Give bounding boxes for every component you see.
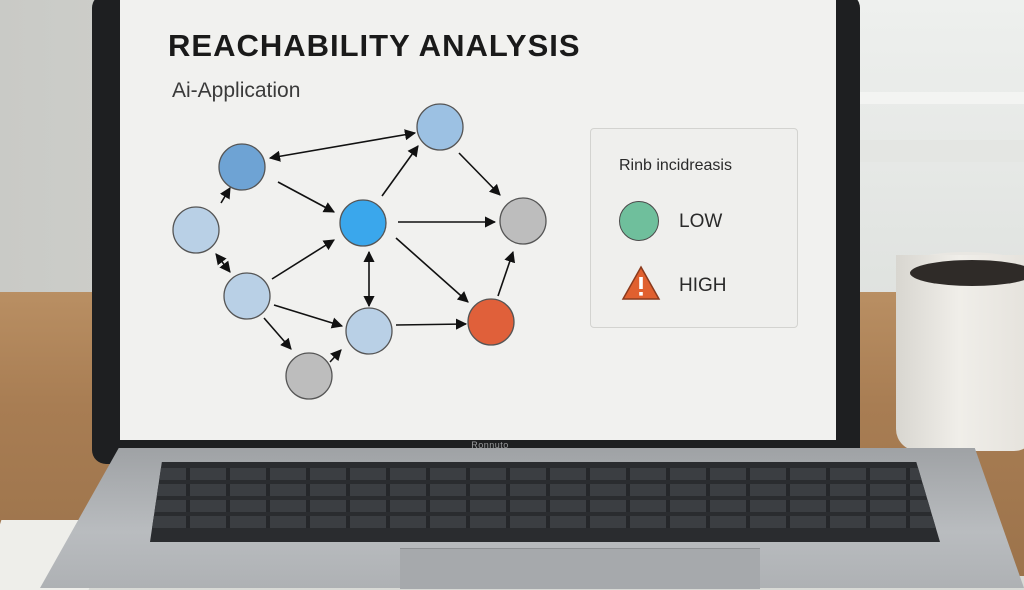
graph-node xyxy=(467,298,515,346)
edge-f-c xyxy=(271,239,335,280)
key-row xyxy=(150,500,940,512)
laptop-screen: REACHABILITY ANALYSIS Ai-Application xyxy=(120,0,836,440)
legend-title: Rinb incidreasis xyxy=(619,157,732,174)
edge-a-d xyxy=(220,187,231,204)
coffee xyxy=(910,260,1024,286)
legend-label-low: LOW xyxy=(679,211,723,232)
key-row xyxy=(150,516,940,528)
graph-node xyxy=(285,352,333,400)
coffee-mug xyxy=(896,255,1024,451)
slide-title: REACHABILITY ANALYSIS xyxy=(168,28,581,63)
laptop-brand: Ronnuto xyxy=(471,440,509,450)
edge-i-g xyxy=(329,349,342,363)
slide-subtitle: Ai-Application xyxy=(172,79,301,102)
key-row xyxy=(150,484,940,496)
edge-a-b xyxy=(268,129,417,162)
window-sill-lower xyxy=(835,140,1024,162)
edge-a-c xyxy=(277,181,335,213)
edge-f-g xyxy=(273,304,344,329)
warning-triangle-icon xyxy=(621,265,661,300)
edge-f-i xyxy=(263,317,292,350)
edge-d-f xyxy=(215,253,231,273)
legend-label-high: HIGH xyxy=(679,275,727,296)
edge-c-b xyxy=(381,145,419,197)
graph-node xyxy=(416,103,464,151)
edge-b-e xyxy=(458,152,501,196)
trackpad xyxy=(400,548,760,589)
graph-node xyxy=(218,143,266,191)
edge-c-h xyxy=(395,237,469,303)
graph-node xyxy=(499,197,547,245)
edge-g-h xyxy=(395,318,468,330)
risk-legend: Rinb incidreasis LOW HIGH xyxy=(590,128,798,328)
graph-node xyxy=(172,206,220,254)
graph-node xyxy=(339,199,387,247)
graph-node xyxy=(223,272,271,320)
key-row xyxy=(150,468,940,480)
graph-node xyxy=(345,307,393,355)
window-sill xyxy=(835,92,1024,104)
edge-h-e xyxy=(497,250,516,297)
green-circle-icon xyxy=(619,201,659,241)
keyboard xyxy=(150,462,940,542)
reachability-graph xyxy=(172,103,547,400)
